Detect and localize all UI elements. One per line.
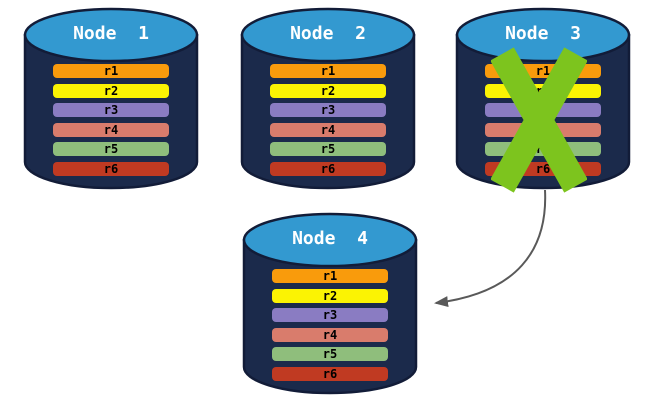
row-r2: r2 bbox=[272, 288, 388, 303]
row-r3: r3 bbox=[53, 103, 169, 117]
node-2: Node 2 r1 r2 r3 r4 r5 r6 bbox=[240, 7, 416, 190]
row-label: r2 bbox=[322, 288, 338, 303]
row-stack: r1 r2 r3 r4 r5 r6 bbox=[53, 64, 169, 176]
row-r2: r2 bbox=[270, 83, 386, 98]
row-label: r2 bbox=[320, 83, 336, 98]
row-r2: r2 bbox=[53, 83, 169, 98]
row-label: r5 bbox=[322, 347, 338, 361]
row-r6: r6 bbox=[270, 161, 386, 176]
row-r4: r4 bbox=[53, 122, 169, 137]
node-3: Node 3 r1 r2 r3 r4 r5 r6 bbox=[455, 7, 631, 193]
row-stack: r1 r2 r3 r4 r5 r6 bbox=[270, 64, 386, 176]
row-r3: r3 bbox=[270, 103, 386, 117]
row-r6: r6 bbox=[272, 366, 388, 381]
row-stack: r1 r2 r3 r4 r5 r6 bbox=[272, 269, 388, 381]
row-label: r1 bbox=[535, 64, 551, 78]
node-title: Node 3 bbox=[505, 23, 581, 44]
node-title: Node 1 bbox=[73, 23, 149, 44]
row-label: r1 bbox=[320, 64, 336, 78]
node-title: Node 2 bbox=[290, 23, 366, 44]
node-1: Node 1 r1 r2 r3 r4 r5 r6 bbox=[23, 7, 199, 190]
row-label: r6 bbox=[322, 366, 338, 381]
node-title: Node 4 bbox=[292, 228, 368, 249]
row-label: r4 bbox=[320, 122, 336, 137]
node-4: Node 4 r1 r2 r3 r4 r5 r6 bbox=[242, 212, 418, 395]
row-r1: r1 bbox=[270, 64, 386, 78]
row-r1: r1 bbox=[53, 64, 169, 78]
row-r5: r5 bbox=[270, 142, 386, 156]
row-r6: r6 bbox=[53, 161, 169, 176]
row-r5: r5 bbox=[272, 347, 388, 361]
row-label: r6 bbox=[535, 161, 551, 176]
row-label: r5 bbox=[103, 142, 119, 156]
row-label: r3 bbox=[103, 103, 119, 117]
row-label: r3 bbox=[320, 103, 336, 117]
row-r3: r3 bbox=[272, 308, 388, 322]
row-r1: r1 bbox=[272, 269, 388, 283]
row-label: r4 bbox=[103, 122, 119, 137]
failure-x-icon bbox=[491, 47, 587, 193]
row-label: r1 bbox=[322, 269, 338, 283]
row-r4: r4 bbox=[272, 327, 388, 342]
row-label: r3 bbox=[322, 308, 338, 322]
row-label: r1 bbox=[103, 64, 119, 78]
row-label: r4 bbox=[322, 327, 338, 342]
row-r5: r5 bbox=[53, 142, 169, 156]
row-label: r6 bbox=[103, 161, 119, 176]
row-label: r6 bbox=[320, 161, 336, 176]
row-label: r2 bbox=[103, 83, 119, 98]
row-label: r5 bbox=[320, 142, 336, 156]
row-r4: r4 bbox=[270, 122, 386, 137]
